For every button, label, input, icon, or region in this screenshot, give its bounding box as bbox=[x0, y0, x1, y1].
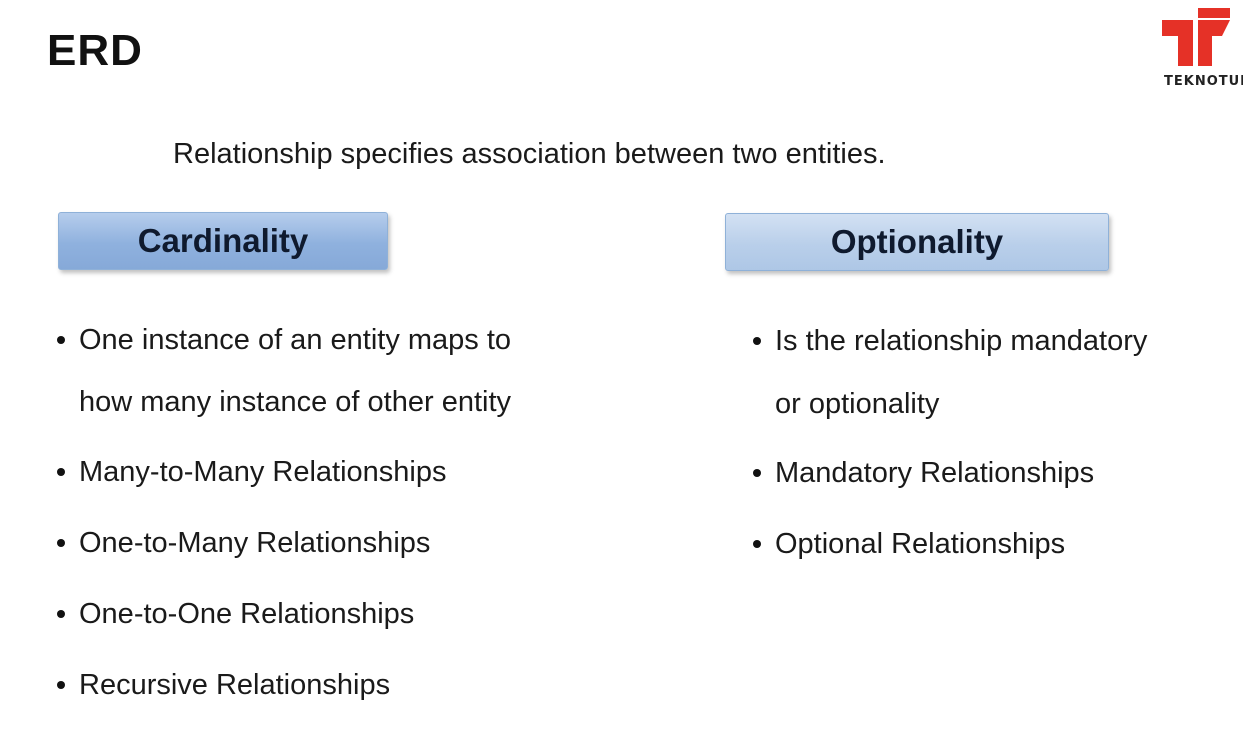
teknotur-logo-icon bbox=[1162, 8, 1230, 66]
cardinality-heading-box: Cardinality bbox=[58, 212, 388, 270]
list-item-text: One-to-One Relationships bbox=[79, 598, 415, 630]
bullet-icon bbox=[57, 681, 65, 689]
list-item-text: how many instance of other entity bbox=[79, 386, 512, 418]
bullet-icon bbox=[753, 337, 761, 345]
list-item-text: Mandatory Relationships bbox=[775, 457, 1095, 489]
intro-text: Relationship specifies association betwe… bbox=[173, 138, 886, 170]
bullet-icon bbox=[57, 539, 65, 547]
teknotur-logo: TEKNOTUR bbox=[1160, 8, 1243, 98]
bullet-icon bbox=[753, 540, 761, 548]
optionality-heading-box: Optionality bbox=[725, 213, 1109, 271]
bullet-icon bbox=[753, 469, 761, 477]
list-item-text: Is the relationship mandatory bbox=[775, 325, 1148, 357]
logo-text: TEKNOTUR bbox=[1164, 74, 1243, 89]
bullet-icon bbox=[57, 336, 65, 344]
bullet-icon bbox=[57, 468, 65, 476]
slide-title: ERD bbox=[47, 26, 143, 75]
list-item-text: Many-to-Many Relationships bbox=[79, 456, 447, 488]
list-item-text: One-to-Many Relationships bbox=[79, 527, 431, 559]
list-item-text: Optional Relationships bbox=[775, 528, 1066, 560]
list-item-text: or optionality bbox=[775, 388, 940, 420]
list-item-text: One instance of an entity maps to bbox=[79, 324, 512, 356]
bullet-icon bbox=[57, 610, 65, 618]
list-item-text: Recursive Relationships bbox=[79, 669, 391, 701]
